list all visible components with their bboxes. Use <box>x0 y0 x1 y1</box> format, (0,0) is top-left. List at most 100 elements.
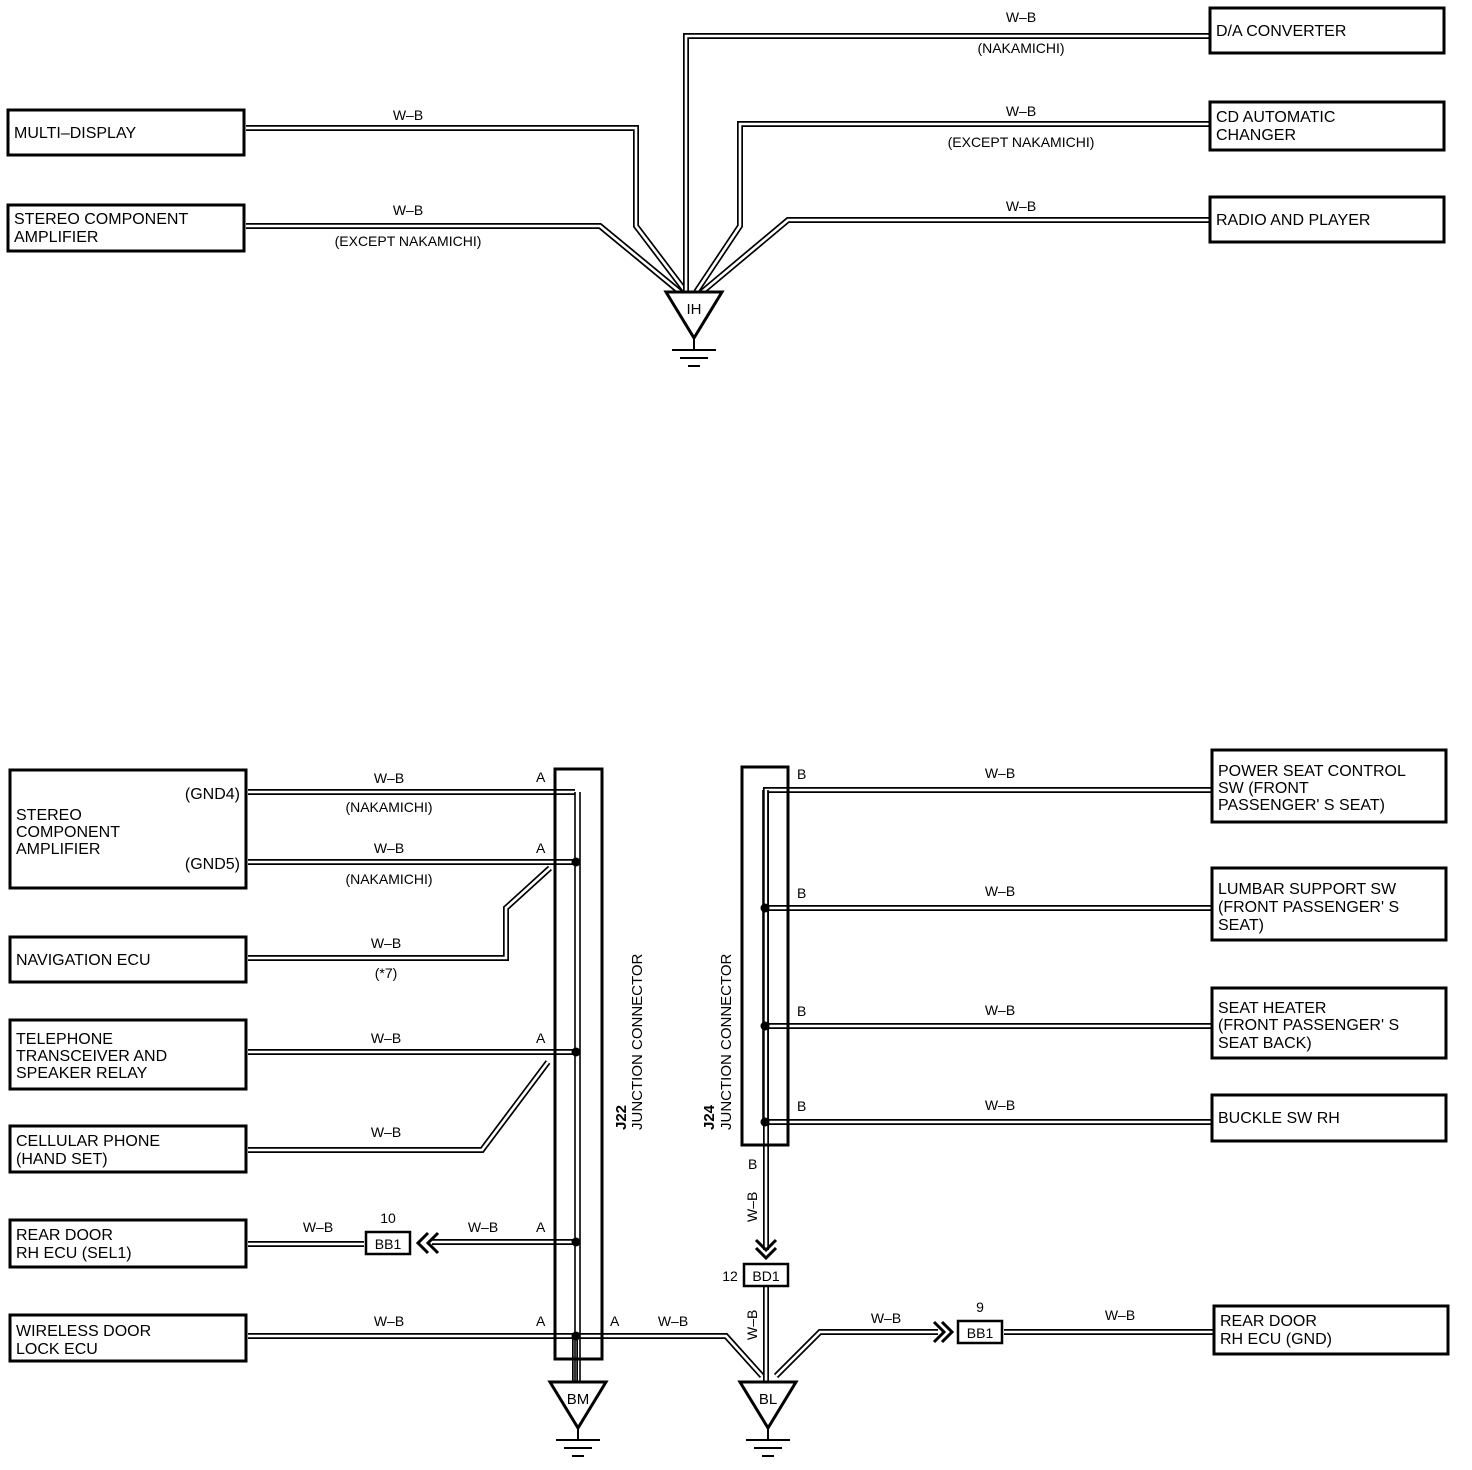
box-label: (HAND SET) <box>16 1151 108 1168</box>
pin-label: A <box>536 1219 546 1235</box>
wire-label: W–B <box>374 1313 404 1329</box>
pin-label: B <box>748 1156 757 1172</box>
wire-label: W–B <box>303 1219 333 1235</box>
top-ground-circuit: W–B W–B W–B W–B W–B (EXCEPT NAKAMICHI) (… <box>6 6 1446 367</box>
wire-label: W–B <box>371 1124 401 1140</box>
box-label: D/A CONVERTER <box>1216 23 1346 40</box>
box-rear-door-rh-ecu-sel1: REAR DOOR RH ECU (SEL1) <box>8 1218 248 1269</box>
box-lumbar-support-sw: LUMBAR SUPPORT SW (FRONT PASSENGER' S SE… <box>1210 866 1448 942</box>
box-buckle-sw-rh: BUCKLE SW RH <box>1210 1093 1448 1143</box>
top-wires <box>246 33 1210 295</box>
wire-label: W–B <box>374 770 404 786</box>
connector-pin: 10 <box>380 1210 396 1226</box>
j22-name: JUNCTION CONNECTOR <box>629 953 646 1130</box>
box-radio-and-player: RADIO AND PLAYER <box>1208 195 1446 244</box>
pin-label: A <box>536 1030 546 1046</box>
connector-label: BB1 <box>375 1236 402 1252</box>
box-label: RH ECU (GND) <box>1220 1331 1332 1348</box>
connector-label: BB1 <box>967 1325 994 1341</box>
box-navigation-ecu: NAVIGATION ECU <box>8 935 248 984</box>
ground-bm: BM <box>547 1380 609 1457</box>
ground-label: BL <box>759 1391 777 1408</box>
pin-label: A <box>536 1313 546 1329</box>
wire-label-radio-player: W–B <box>1006 198 1036 214</box>
note-nakamichi: (NAKAMICHI) <box>345 799 432 815</box>
connector-pin: 9 <box>976 1299 984 1315</box>
box-label: RH ECU (SEL1) <box>16 1245 132 1262</box>
connector-bd1-12: BD1 12 <box>722 1238 790 1288</box>
wire-label: W–B <box>374 840 404 856</box>
connector-bb1-10: BB1 10 <box>364 1210 440 1256</box>
connector-bb1-9: BB1 9 <box>932 1299 1004 1345</box>
wire-label-multi-display: W–B <box>393 107 423 123</box>
pin-label: B <box>797 885 806 901</box>
box-telephone-transceiver: TELEPHONE TRANSCEIVER AND SPEAKER RELAY <box>8 1018 248 1091</box>
box-label: RADIO AND PLAYER <box>1216 212 1370 229</box>
box-da-converter: D/A CONVERTER <box>1208 6 1446 55</box>
box-label: TELEPHONE <box>16 1031 113 1048</box>
box-label: CD AUTOMATIC <box>1216 109 1335 126</box>
box-wireless-door-lock-ecu: WIRELESS DOOR LOCK ECU <box>8 1313 248 1363</box>
pin-name-gnd5: (GND5) <box>185 856 240 873</box>
wire-label: W–B <box>985 1097 1015 1113</box>
ground-label: IH <box>687 301 702 318</box>
wire-label-stereo-amp: W–B <box>393 202 423 218</box>
j24-junction-connector: J24 JUNCTION CONNECTOR <box>701 765 790 1147</box>
j22-splice-dot <box>571 1047 581 1057</box>
box-stereo-component-amplifier: STEREO COMPONENT AMPLIFIER (GND4) (GND5) <box>8 768 248 890</box>
j24-splice-dot <box>760 1021 770 1031</box>
note-star7: (*7) <box>375 965 398 981</box>
note-cd-changer: (EXCEPT NAKAMICHI) <box>948 134 1095 150</box>
pin-label: B <box>797 1098 806 1114</box>
j24-code: J24 <box>701 1104 718 1130</box>
box-label: SEAT HEATER <box>1218 1000 1326 1017</box>
wire-label: W–B <box>985 765 1015 781</box>
wire-label: W–B <box>744 1192 760 1222</box>
box-label: WIRELESS DOOR <box>16 1323 151 1340</box>
box-label: SPEAKER RELAY <box>16 1065 148 1082</box>
pin-label: B <box>797 766 806 782</box>
box-label: PASSENGER' S SEAT) <box>1218 797 1385 814</box>
j24-splice-dot <box>760 903 770 913</box>
box-label: STEREO <box>16 807 82 824</box>
box-cd-automatic-changer: CD AUTOMATIC CHANGER <box>1208 100 1446 152</box>
pin-label: A <box>536 840 546 856</box>
j24-splice-dot <box>760 1117 770 1127</box>
pin-label: A <box>610 1313 620 1329</box>
box-label: (FRONT PASSENGER' S <box>1218 899 1399 916</box>
ground-ih: IH <box>663 290 725 367</box>
pin-label: B <box>797 1003 806 1019</box>
box-cellular-phone: CELLULAR PHONE (HAND SET) <box>8 1124 248 1174</box>
box-label: SW (FRONT <box>1218 780 1309 797</box>
wire-label: W–B <box>468 1219 498 1235</box>
box-power-seat-control-sw: POWER SEAT CONTROL SW (FRONT PASSENGER' … <box>1210 748 1448 824</box>
j22-code: J22 <box>613 1105 630 1130</box>
box-label: AMPLIFIER <box>16 841 100 858</box>
note-stereo-amp: (EXCEPT NAKAMICHI) <box>335 233 482 249</box>
connector-pin: 12 <box>722 1268 738 1284</box>
box-label: SEAT BACK) <box>1218 1035 1312 1052</box>
bottom-ground-circuit: J22 JUNCTION CONNECTOR A A A A A A W–B W… <box>8 748 1450 1457</box>
wire-label: W–B <box>1105 1307 1135 1323</box>
wire-label: W–B <box>744 1310 760 1340</box>
connector-label: BD1 <box>752 1268 779 1284</box>
box-seat-heater: SEAT HEATER (FRONT PASSENGER' S SEAT BAC… <box>1210 986 1448 1060</box>
note-nakamichi: (NAKAMICHI) <box>345 871 432 887</box>
box-label: CHANGER <box>1216 127 1296 144</box>
j22-splice-dot <box>571 857 581 867</box>
j24-wires <box>763 787 1214 1382</box>
wire-label-da-converter: W–B <box>1006 9 1036 25</box>
box-label: CELLULAR PHONE <box>16 1133 160 1150</box>
j22-splice-dot <box>571 1331 581 1341</box>
wire-label: W–B <box>658 1313 688 1329</box>
box-label: COMPONENT <box>16 824 120 841</box>
box-label: LUMBAR SUPPORT SW <box>1218 881 1397 898</box>
wire-label: W–B <box>371 1030 401 1046</box>
box-stereo-component-amplifier-top: STEREO COMPONENT AMPLIFIER <box>6 203 246 253</box>
j22-wires <box>248 789 765 1382</box>
j22-junction-connector: J22 JUNCTION CONNECTOR <box>553 767 646 1382</box>
pin-label: A <box>536 769 546 785</box>
box-label: LOCK ECU <box>16 1341 98 1358</box>
pin-name-gnd4: (GND4) <box>185 786 240 803</box>
box-label: POWER SEAT CONTROL <box>1218 763 1406 780</box>
